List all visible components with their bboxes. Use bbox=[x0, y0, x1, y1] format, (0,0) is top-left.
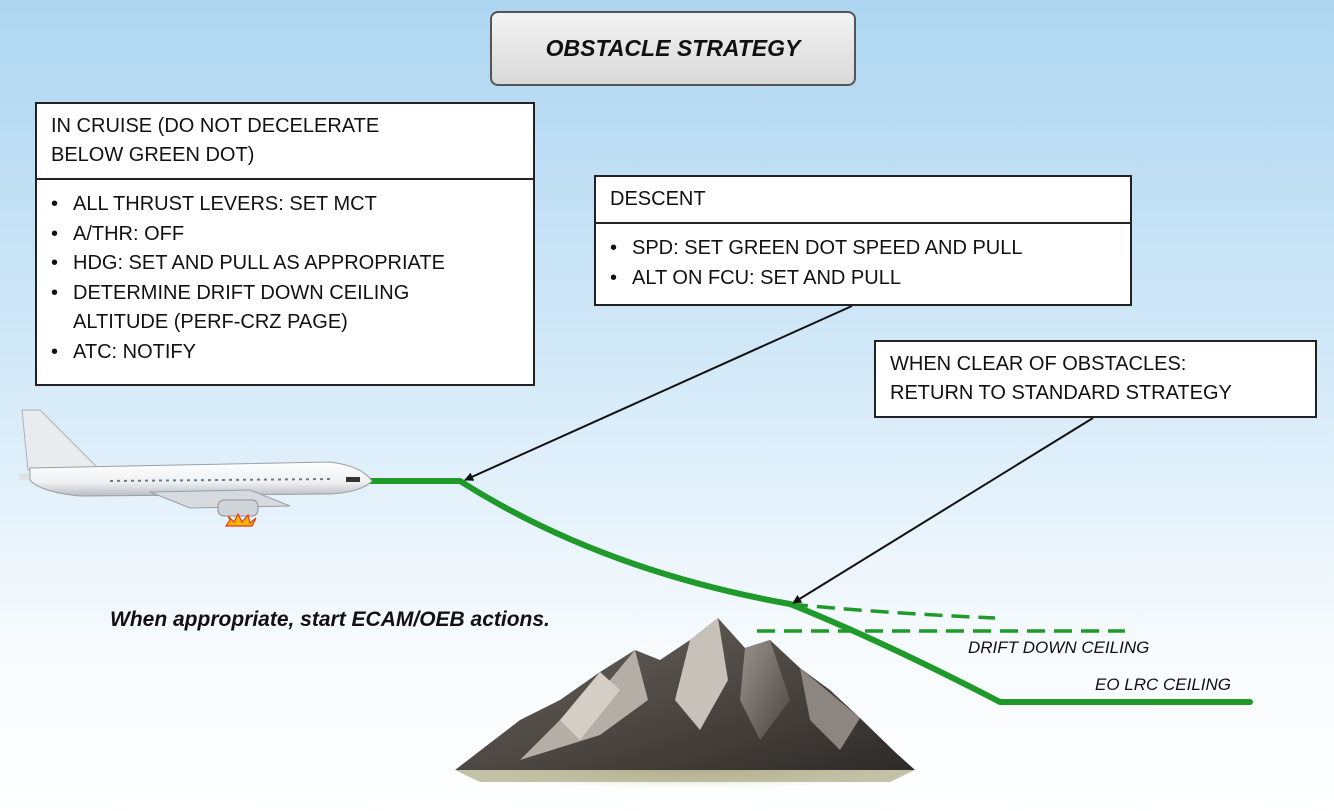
list-item: HDG: SET AND PULL AS APPROPRIATE bbox=[51, 249, 519, 279]
cruise-header-line2: BELOW GREEN DOT) bbox=[51, 144, 255, 166]
clear-line1: WHEN CLEAR OF OBSTACLES: bbox=[890, 353, 1187, 375]
ecam-note: When appropriate, start ECAM/OEB actions… bbox=[110, 608, 550, 631]
eo-lrc-ceiling-label: EO LRC CEILING bbox=[1095, 675, 1232, 694]
list-item: SPD: SET GREEN DOT SPEED AND PULL bbox=[610, 234, 1116, 264]
cruise-actions-list: ALL THRUST LEVERS: SET MCT A/THR: OFF HD… bbox=[37, 180, 533, 375]
list-item-line2: ALTITUDE (PERF-CRZ PAGE) bbox=[73, 311, 348, 333]
list-item: ATC: NOTIFY bbox=[51, 338, 519, 368]
descent-box: DESCENT SPD: SET GREEN DOT SPEED AND PUL… bbox=[594, 175, 1132, 306]
clear-arrow bbox=[792, 417, 1094, 604]
clear-line2: RETURN TO STANDARD STRATEGY bbox=[890, 382, 1232, 404]
list-item: A/THR: OFF bbox=[51, 220, 519, 250]
cruise-header-line1: IN CRUISE (DO NOT DECELERATE bbox=[51, 115, 380, 137]
list-item-line1: DETERMINE DRIFT DOWN CEILING bbox=[73, 281, 410, 304]
descent-box-header: DESCENT bbox=[596, 177, 1130, 224]
clear-box: WHEN CLEAR OF OBSTACLES: RETURN TO STAND… bbox=[874, 340, 1317, 418]
cruise-box: IN CRUISE (DO NOT DECELERATE BELOW GREEN… bbox=[35, 102, 535, 386]
cruise-box-header: IN CRUISE (DO NOT DECELERATE BELOW GREEN… bbox=[37, 104, 533, 180]
list-item: DETERMINE DRIFT DOWN CEILING ALTITUDE (PE… bbox=[51, 279, 519, 338]
drift-down-ceiling-label: DRIFT DOWN CEILING bbox=[968, 638, 1150, 657]
descent-arrow bbox=[464, 305, 853, 481]
list-item: ALL THRUST LEVERS: SET MCT bbox=[51, 190, 519, 220]
descent-actions-list: SPD: SET GREEN DOT SPEED AND PULL ALT ON… bbox=[596, 224, 1130, 301]
list-item: ALT ON FCU: SET AND PULL bbox=[610, 264, 1116, 294]
diagram-title: OBSTACLE STRATEGY bbox=[490, 11, 856, 86]
mountain-icon bbox=[455, 618, 920, 790]
engine-fire-icon bbox=[224, 512, 257, 527]
flight-path bbox=[357, 478, 1253, 705]
aircraft-icon bbox=[18, 409, 373, 517]
